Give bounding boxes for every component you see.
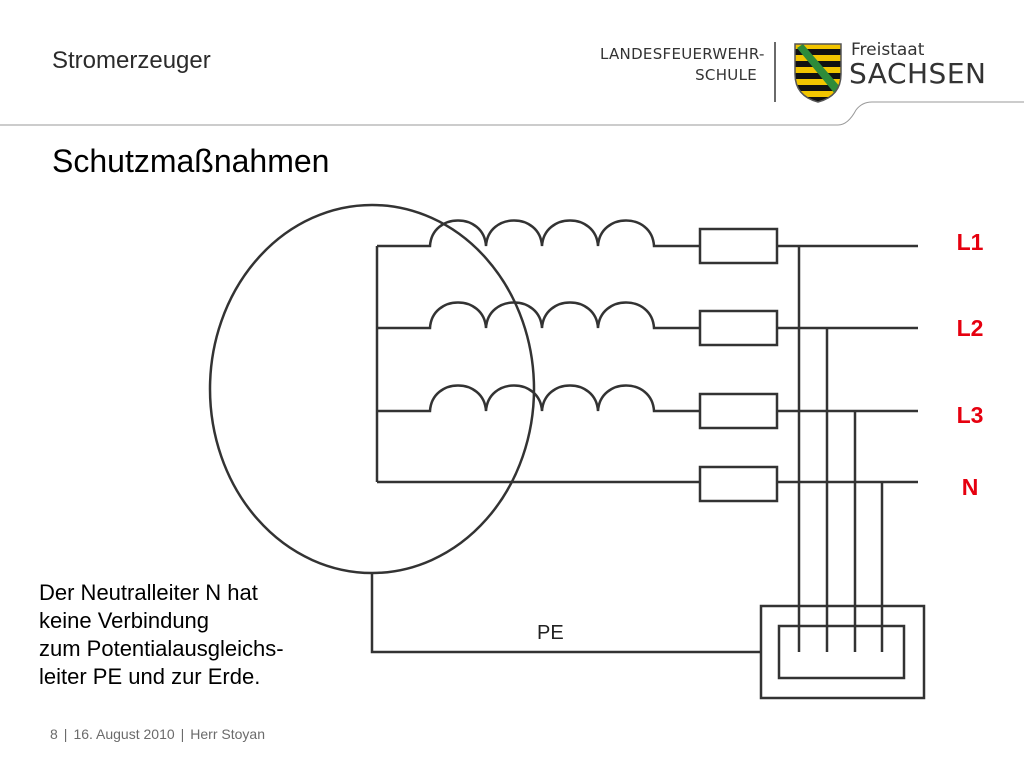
label-pe: PE bbox=[537, 622, 564, 644]
label-n: N bbox=[961, 474, 979, 500]
outlet-outer-box bbox=[759, 604, 926, 700]
note-text: Der Neutralleiter N hat keine Verbindung… bbox=[39, 579, 379, 691]
footer-author: Herr Stoyan bbox=[190, 726, 265, 742]
fuse-l2 bbox=[698, 309, 779, 347]
label-l3: L3 bbox=[956, 402, 984, 428]
fuse-n bbox=[698, 465, 779, 503]
footer-separator: | bbox=[63, 726, 68, 742]
coil-l1 bbox=[377, 219, 700, 248]
header-title: Stromerzeuger bbox=[52, 47, 211, 74]
coil-l2 bbox=[377, 301, 700, 330]
note-line: leiter PE und zur Erde. bbox=[39, 664, 261, 689]
outlet-inner-box bbox=[777, 624, 906, 680]
note-line: zum Potentialausgleichs- bbox=[39, 636, 284, 661]
page-title: Schutzmaßnahmen bbox=[52, 143, 330, 179]
logo-text-line2: SCHULE bbox=[695, 66, 757, 84]
header-separator bbox=[0, 101, 1024, 126]
label-l1: L1 bbox=[956, 229, 984, 255]
freistaat-label: Freistaat bbox=[851, 40, 925, 60]
note-line: keine Verbindung bbox=[39, 608, 210, 633]
note-line: Der Neutralleiter N hat bbox=[39, 580, 258, 605]
footer: 8 | 16. August 2010 | Herr Stoyan bbox=[50, 726, 265, 742]
landesfeuerwehrschule-logo: LANDESFEUERWEHR- SCHULE bbox=[600, 44, 765, 86]
footer-separator: | bbox=[180, 726, 185, 742]
pe-line bbox=[370, 573, 761, 654]
generator-circle bbox=[208, 203, 536, 575]
logo-text-line1: LANDESFEUERWEHR- bbox=[600, 45, 765, 63]
logo-divider bbox=[774, 42, 776, 102]
footer-date: 16. August 2010 bbox=[73, 726, 175, 742]
footer-page-number: 8 bbox=[50, 726, 58, 742]
label-l2: L2 bbox=[956, 315, 984, 341]
sachsen-label: SACHSEN bbox=[849, 57, 987, 90]
fuse-l3 bbox=[698, 392, 779, 430]
fuse-l1 bbox=[698, 227, 779, 265]
saxony-crest-icon bbox=[794, 43, 842, 103]
coil-l3 bbox=[377, 384, 700, 413]
